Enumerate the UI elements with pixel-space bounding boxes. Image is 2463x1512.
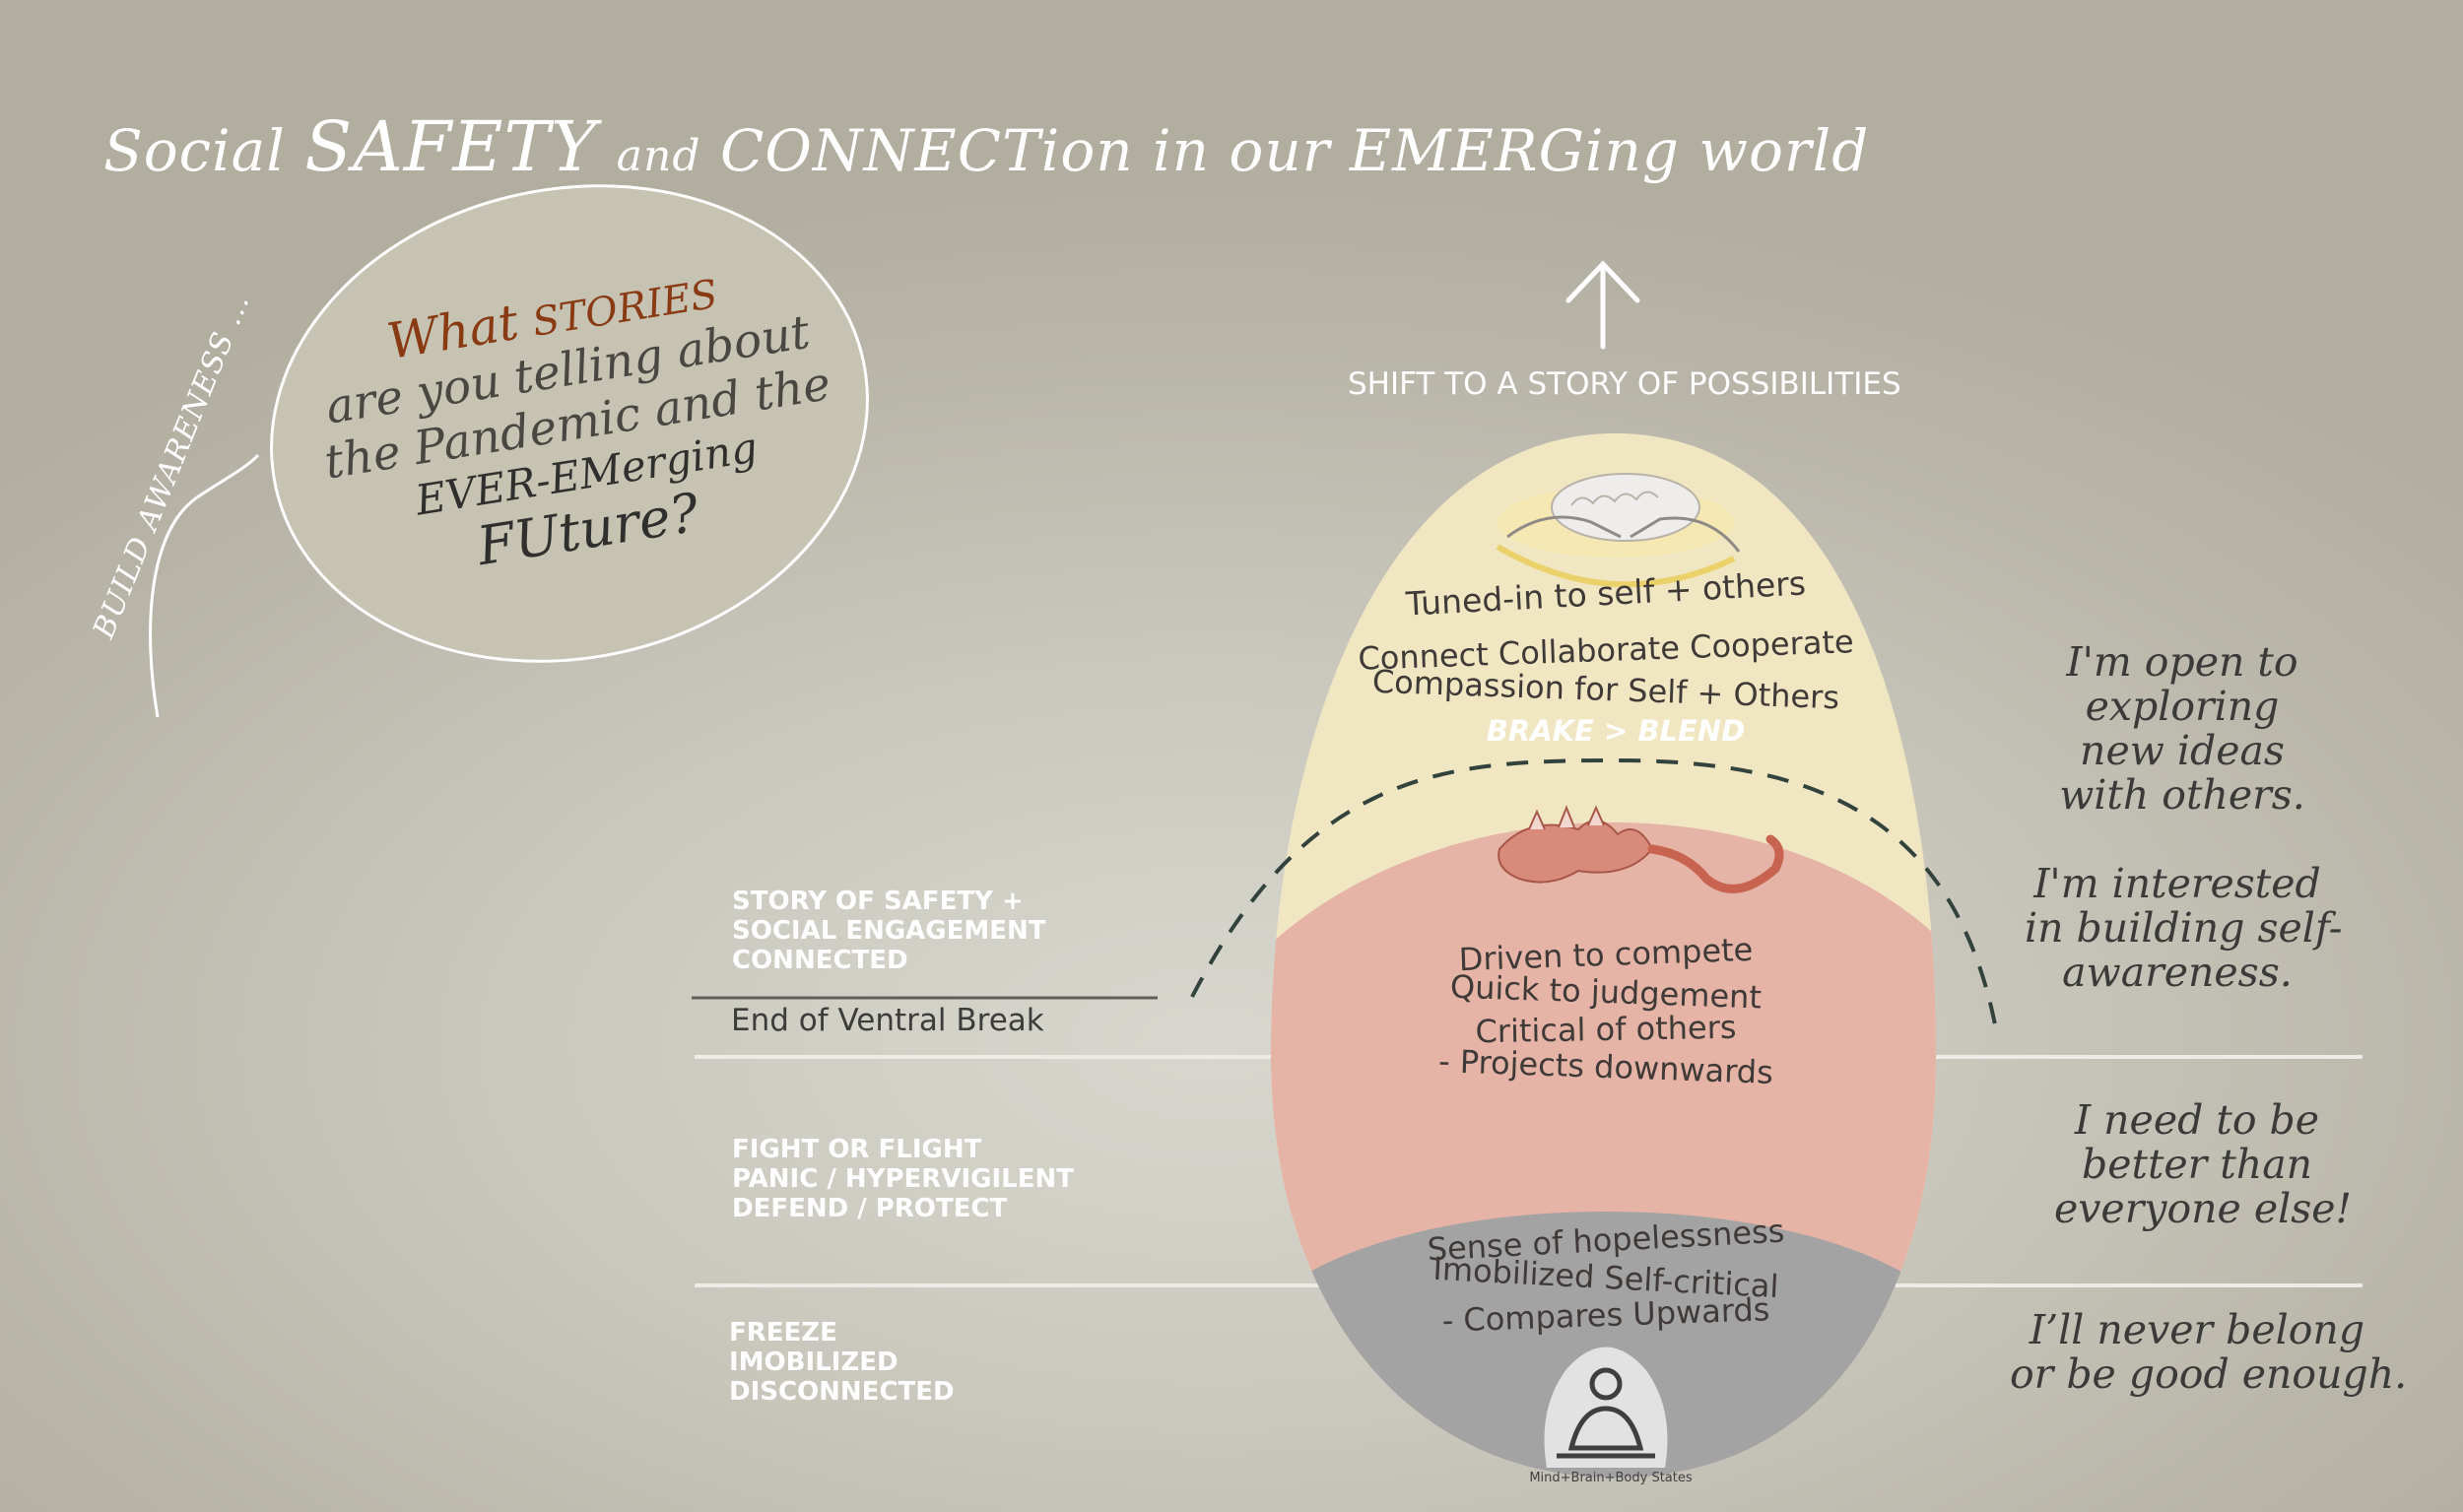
brake-blend-label: BRAKE > BLEND xyxy=(1419,714,1813,748)
quote-open: I'm open to exploring new ideas with oth… xyxy=(2054,640,2310,818)
egg-ventral-lines: Connect Collaborate Cooperate Compassion… xyxy=(1350,630,1862,709)
logo-caption: Mind+Brain+Body States xyxy=(1522,1471,1699,1485)
quote-belong: I’ll never belong or be good enough. xyxy=(2010,1308,2384,1397)
state-label-dorsal: FREEZE IMOBILIZED DISCONNECTED xyxy=(729,1318,955,1407)
shift-label: SHIFT TO A STORY OF POSSIBILITIES xyxy=(1348,366,1880,402)
egg-sympathetic-text: Driven to compete Quick to judgement Cri… xyxy=(1399,936,1813,1085)
state-label-sympathetic: FIGHT OR FLIGHT PANIC / HYPERVIGILENT DE… xyxy=(732,1135,1074,1223)
ventral-end-label: End of Ventral Break xyxy=(731,1003,1044,1038)
egg-dorsal-text: Sense of hopelessness Imobilized Self-cr… xyxy=(1399,1221,1813,1334)
quote-better: I need to be better than everyone else! xyxy=(2054,1098,2340,1231)
up-arrow-icon xyxy=(1568,264,1637,347)
quote-interested: I'm interested in building self- awarene… xyxy=(2025,862,2330,995)
state-label-ventral: STORY OF SAFETY + SOCIAL ENGAGEMENT CONN… xyxy=(732,887,1046,975)
